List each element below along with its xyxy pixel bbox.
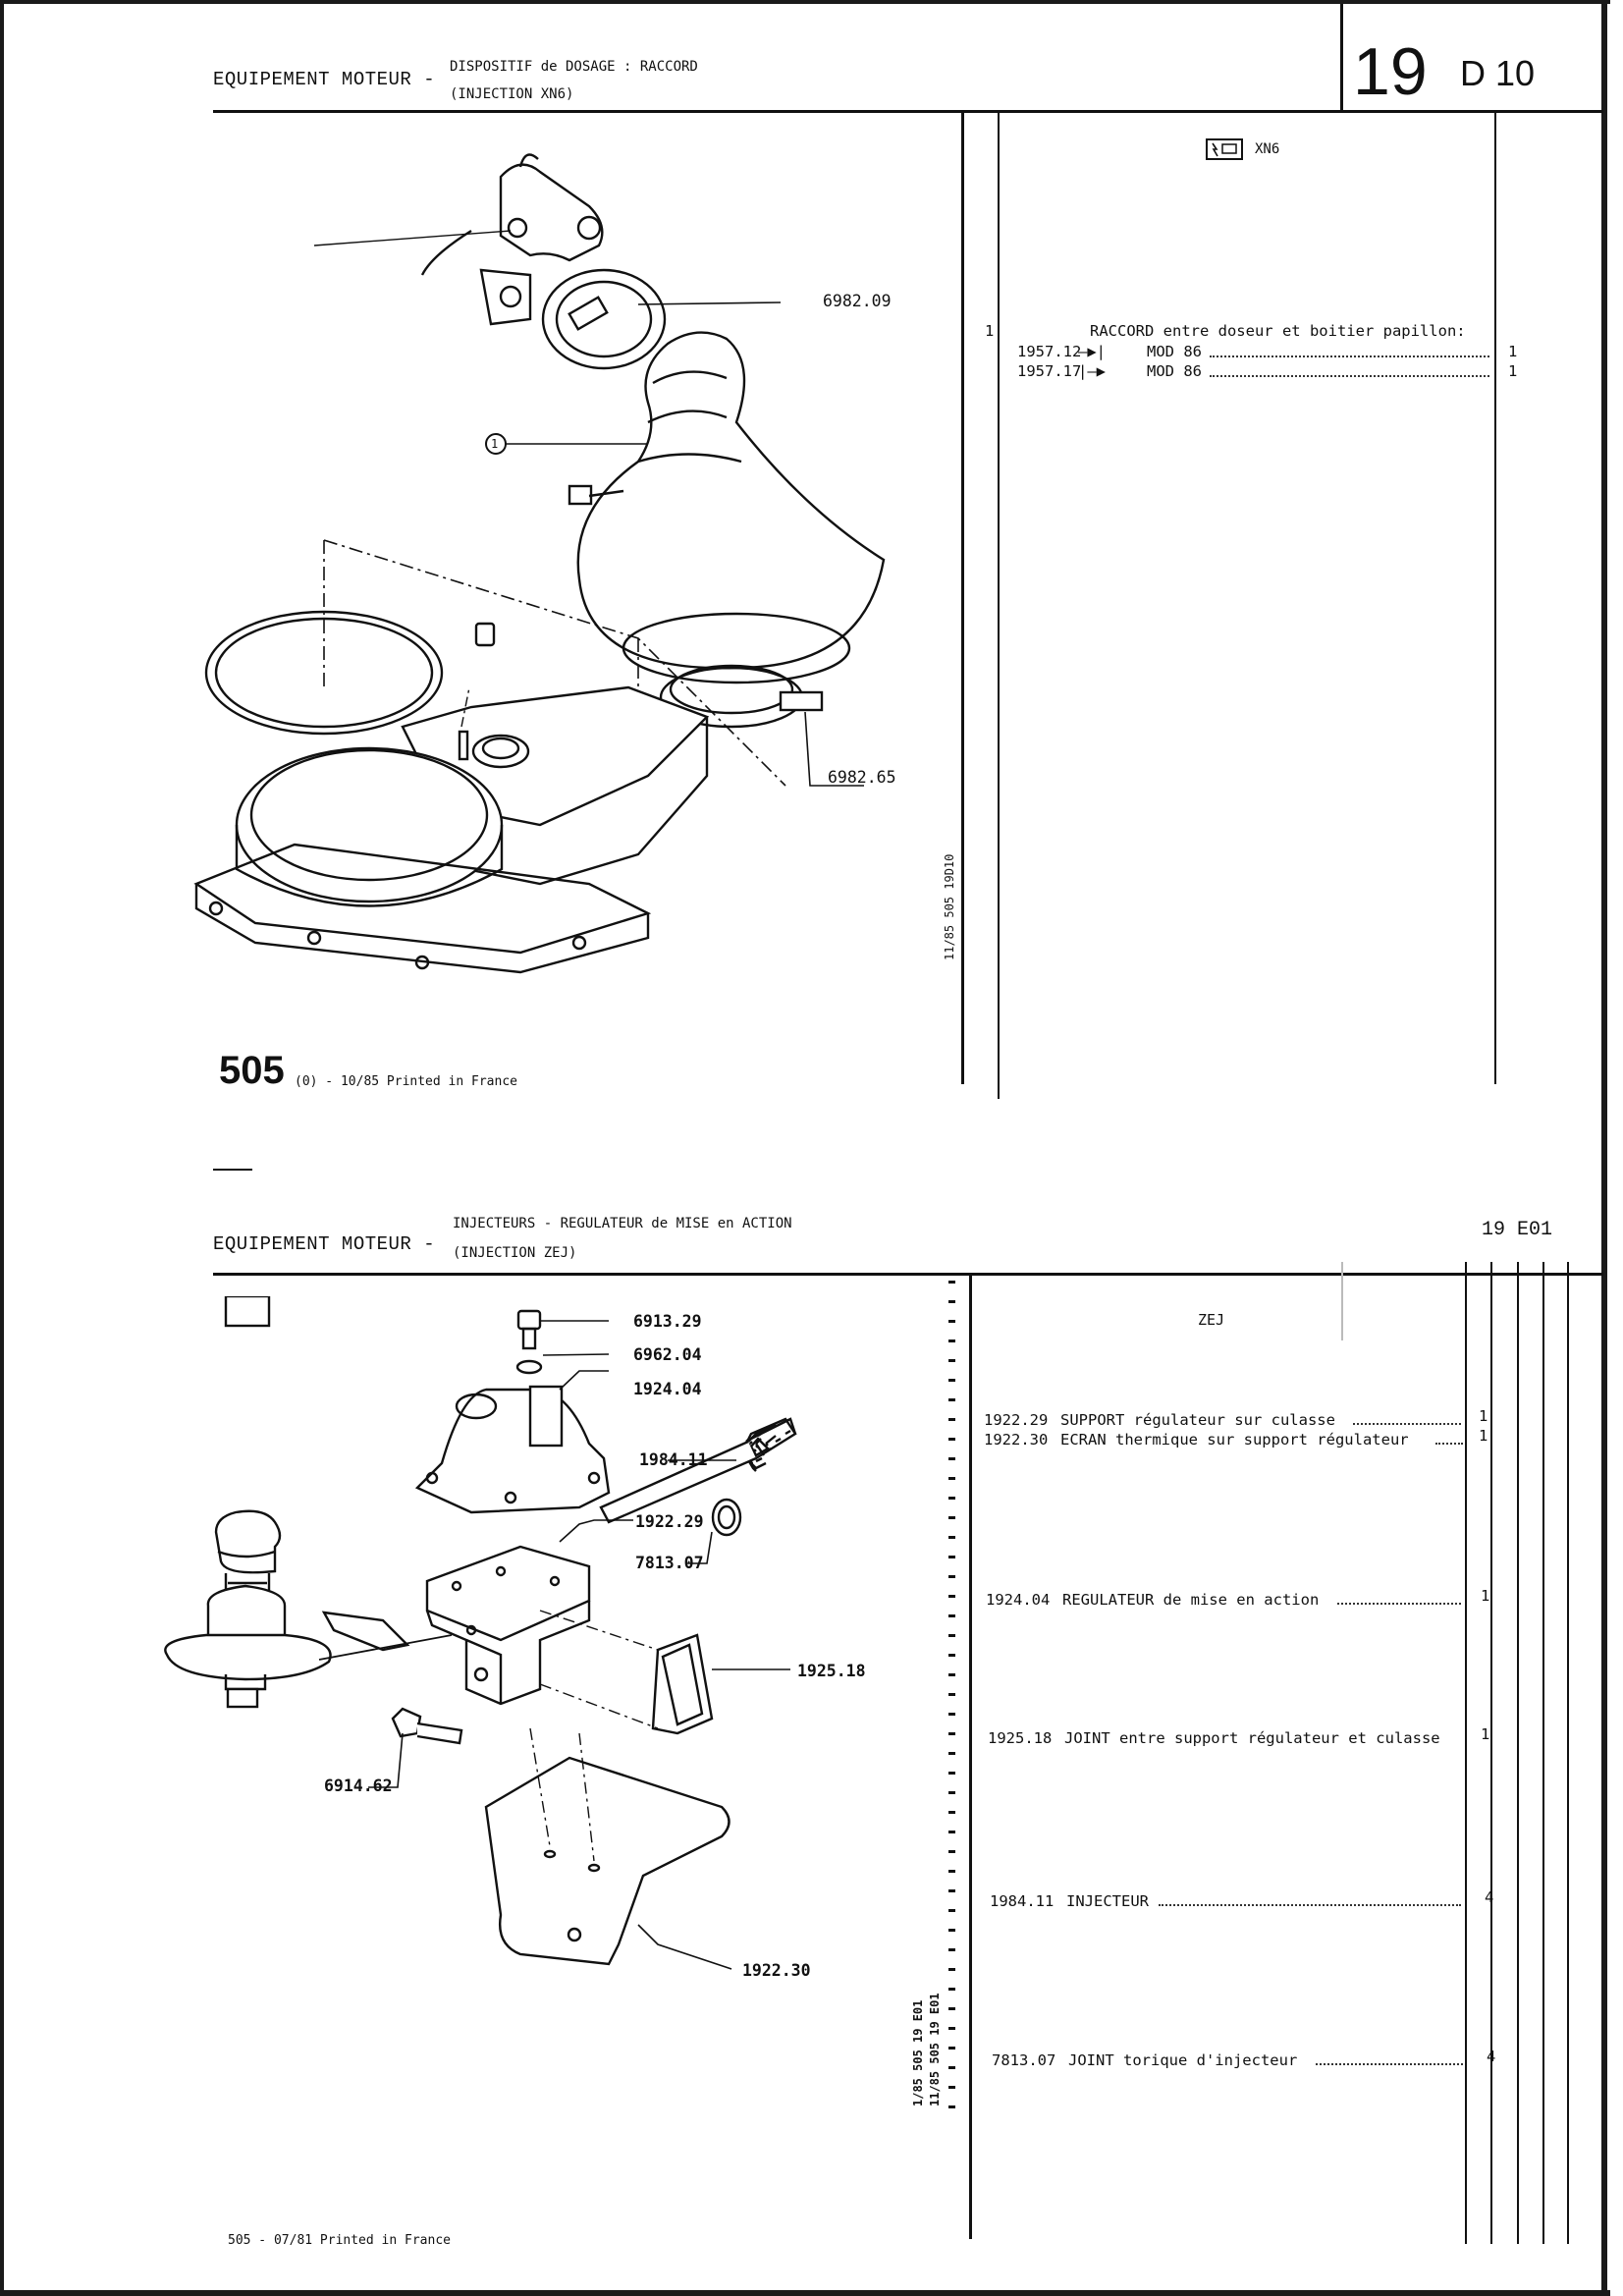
bottom-engine-code: ZEJ [1198,1311,1225,1329]
top-page-code: 19 [1353,34,1428,109]
callout-6962-04: 6962.04 [633,1345,702,1364]
leader-dots [1337,1603,1461,1605]
faint-fold-line [1341,1262,1343,1340]
fuel-distributor-diagram [193,153,886,974]
top-part-mod: MOD 86 [1147,343,1202,360]
part-row-qty: 1 [1481,1725,1490,1743]
injection-icon [1206,138,1243,160]
part-row-ref: 7813.07 [992,2051,1056,2069]
bottom-title-line1: INJECTEURS - REGULATEUR de MISE en ACTIO… [453,1216,792,1231]
top-table-line-3 [1494,112,1496,1084]
part-row-ref: 1924.04 [986,1591,1051,1609]
leader-dots [1316,2063,1463,2065]
top-section-title: EQUIPEMENT MOTEUR - [213,69,436,90]
bottom-table-line-5 [1542,1262,1544,2244]
part-row-qty: 1 [1479,1407,1488,1425]
injector-regulator-diagram [164,1296,797,1970]
bottom-table-line-1 [969,1275,972,2239]
part-row-desc: ECRAN thermique sur support régulateur [1060,1431,1409,1449]
callout-1922-29: 1922.29 [635,1512,704,1531]
callout-6982-09: 6982.09 [823,292,892,310]
callout-1984-11: 1984.11 [639,1450,708,1469]
part-row-desc: JOINT entre support régulateur et culass… [1064,1729,1440,1747]
part-row-ref: 1925.18 [988,1729,1053,1747]
page-border-bottom [0,2290,1610,2296]
top-part-ref: 1957.12 [1017,343,1082,360]
top-engine-code: XN6 [1255,141,1280,157]
top-code-divider [1340,4,1343,112]
leader-dots [1210,355,1489,357]
callout-6913-29: 6913.29 [633,1312,702,1331]
top-part-qty: 1 [1508,343,1518,360]
bottom-table-line-3 [1490,1262,1492,2244]
top-part-mod: MOD 86 [1147,362,1202,380]
bottom-title-line2: (INJECTION ZEJ) [453,1245,577,1261]
top-header-rule [213,110,1603,113]
page-border-left [0,0,4,2296]
callout-1922-30: 1922.30 [742,1961,811,1980]
part-row-ref: 1922.29 [984,1411,1049,1429]
part-row-qty: 1 [1479,1427,1488,1445]
top-title-line1: DISPOSITIF de DOSAGE : RACCORD [450,59,698,75]
part-row-desc: REGULATEUR de mise en action [1062,1591,1320,1609]
bottom-side-reference-2: 11/85 505 19 E01 [928,1993,942,2106]
scale-ruler [948,1279,960,2123]
part-row-qty: 4 [1485,1888,1494,1906]
bottom-side-reference-1: 1/85 505 19 E01 [911,1999,925,2106]
top-part-description: RACCORD entre doseur et boitier papillon… [1090,322,1466,340]
top-part-ref: 1957.17 [1017,362,1082,380]
ref-circle-label: 1 [491,437,499,451]
leader-dots [1353,1423,1461,1425]
top-title-line2: (INJECTION XN6) [450,86,574,102]
leader-dots [1159,1904,1461,1906]
bottom-section-title: EQUIPEMENT MOTEUR - [213,1233,436,1255]
leader-dots [1210,375,1489,377]
bottom-header-rule [213,1273,1603,1276]
top-table-line-2 [998,112,1000,1099]
part-row-qty: 4 [1487,2048,1496,2065]
callout-1925-18: 1925.18 [797,1662,866,1680]
page-border-top [0,0,1610,4]
bottom-page-code: 19 E01 [1482,1219,1553,1241]
part-row-qty: 1 [1481,1587,1490,1605]
bottom-table-line-4 [1517,1262,1519,2244]
arrow-to-icon: —▶| [1078,343,1106,360]
part-row-ref: 1922.30 [984,1431,1049,1449]
separator-mark [213,1169,252,1171]
top-part-item-number: 1 [985,322,995,340]
top-footer-model: 505 [219,1049,285,1092]
arrow-from-icon: |—▶ [1078,362,1106,380]
leader-dots [1435,1443,1463,1445]
part-row-ref: 1984.11 [990,1892,1055,1910]
part-row-desc: INJECTEUR [1066,1892,1149,1910]
callout-6982-65: 6982.65 [828,768,896,787]
part-row-desc: JOINT torique d'injecteur [1068,2051,1298,2069]
callout-6914-62: 6914.62 [324,1777,393,1795]
top-page-subcode: D 10 [1460,53,1536,93]
top-side-reference: 11/85 505 19D10 [943,853,956,960]
callout-7813-07: 7813.07 [635,1554,704,1572]
part-row-desc: SUPPORT régulateur sur culasse [1060,1411,1335,1429]
top-part-qty: 1 [1508,362,1518,380]
bottom-table-line-2 [1465,1262,1467,2244]
top-footer-text: (0) - 10/85 Printed in France [295,1074,517,1089]
callout-1924-04: 1924.04 [633,1380,702,1398]
bottom-table-line-6 [1567,1262,1569,2244]
bottom-footer-text: 505 - 07/81 Printed in France [228,2233,451,2248]
top-table-line-1 [961,112,964,1084]
